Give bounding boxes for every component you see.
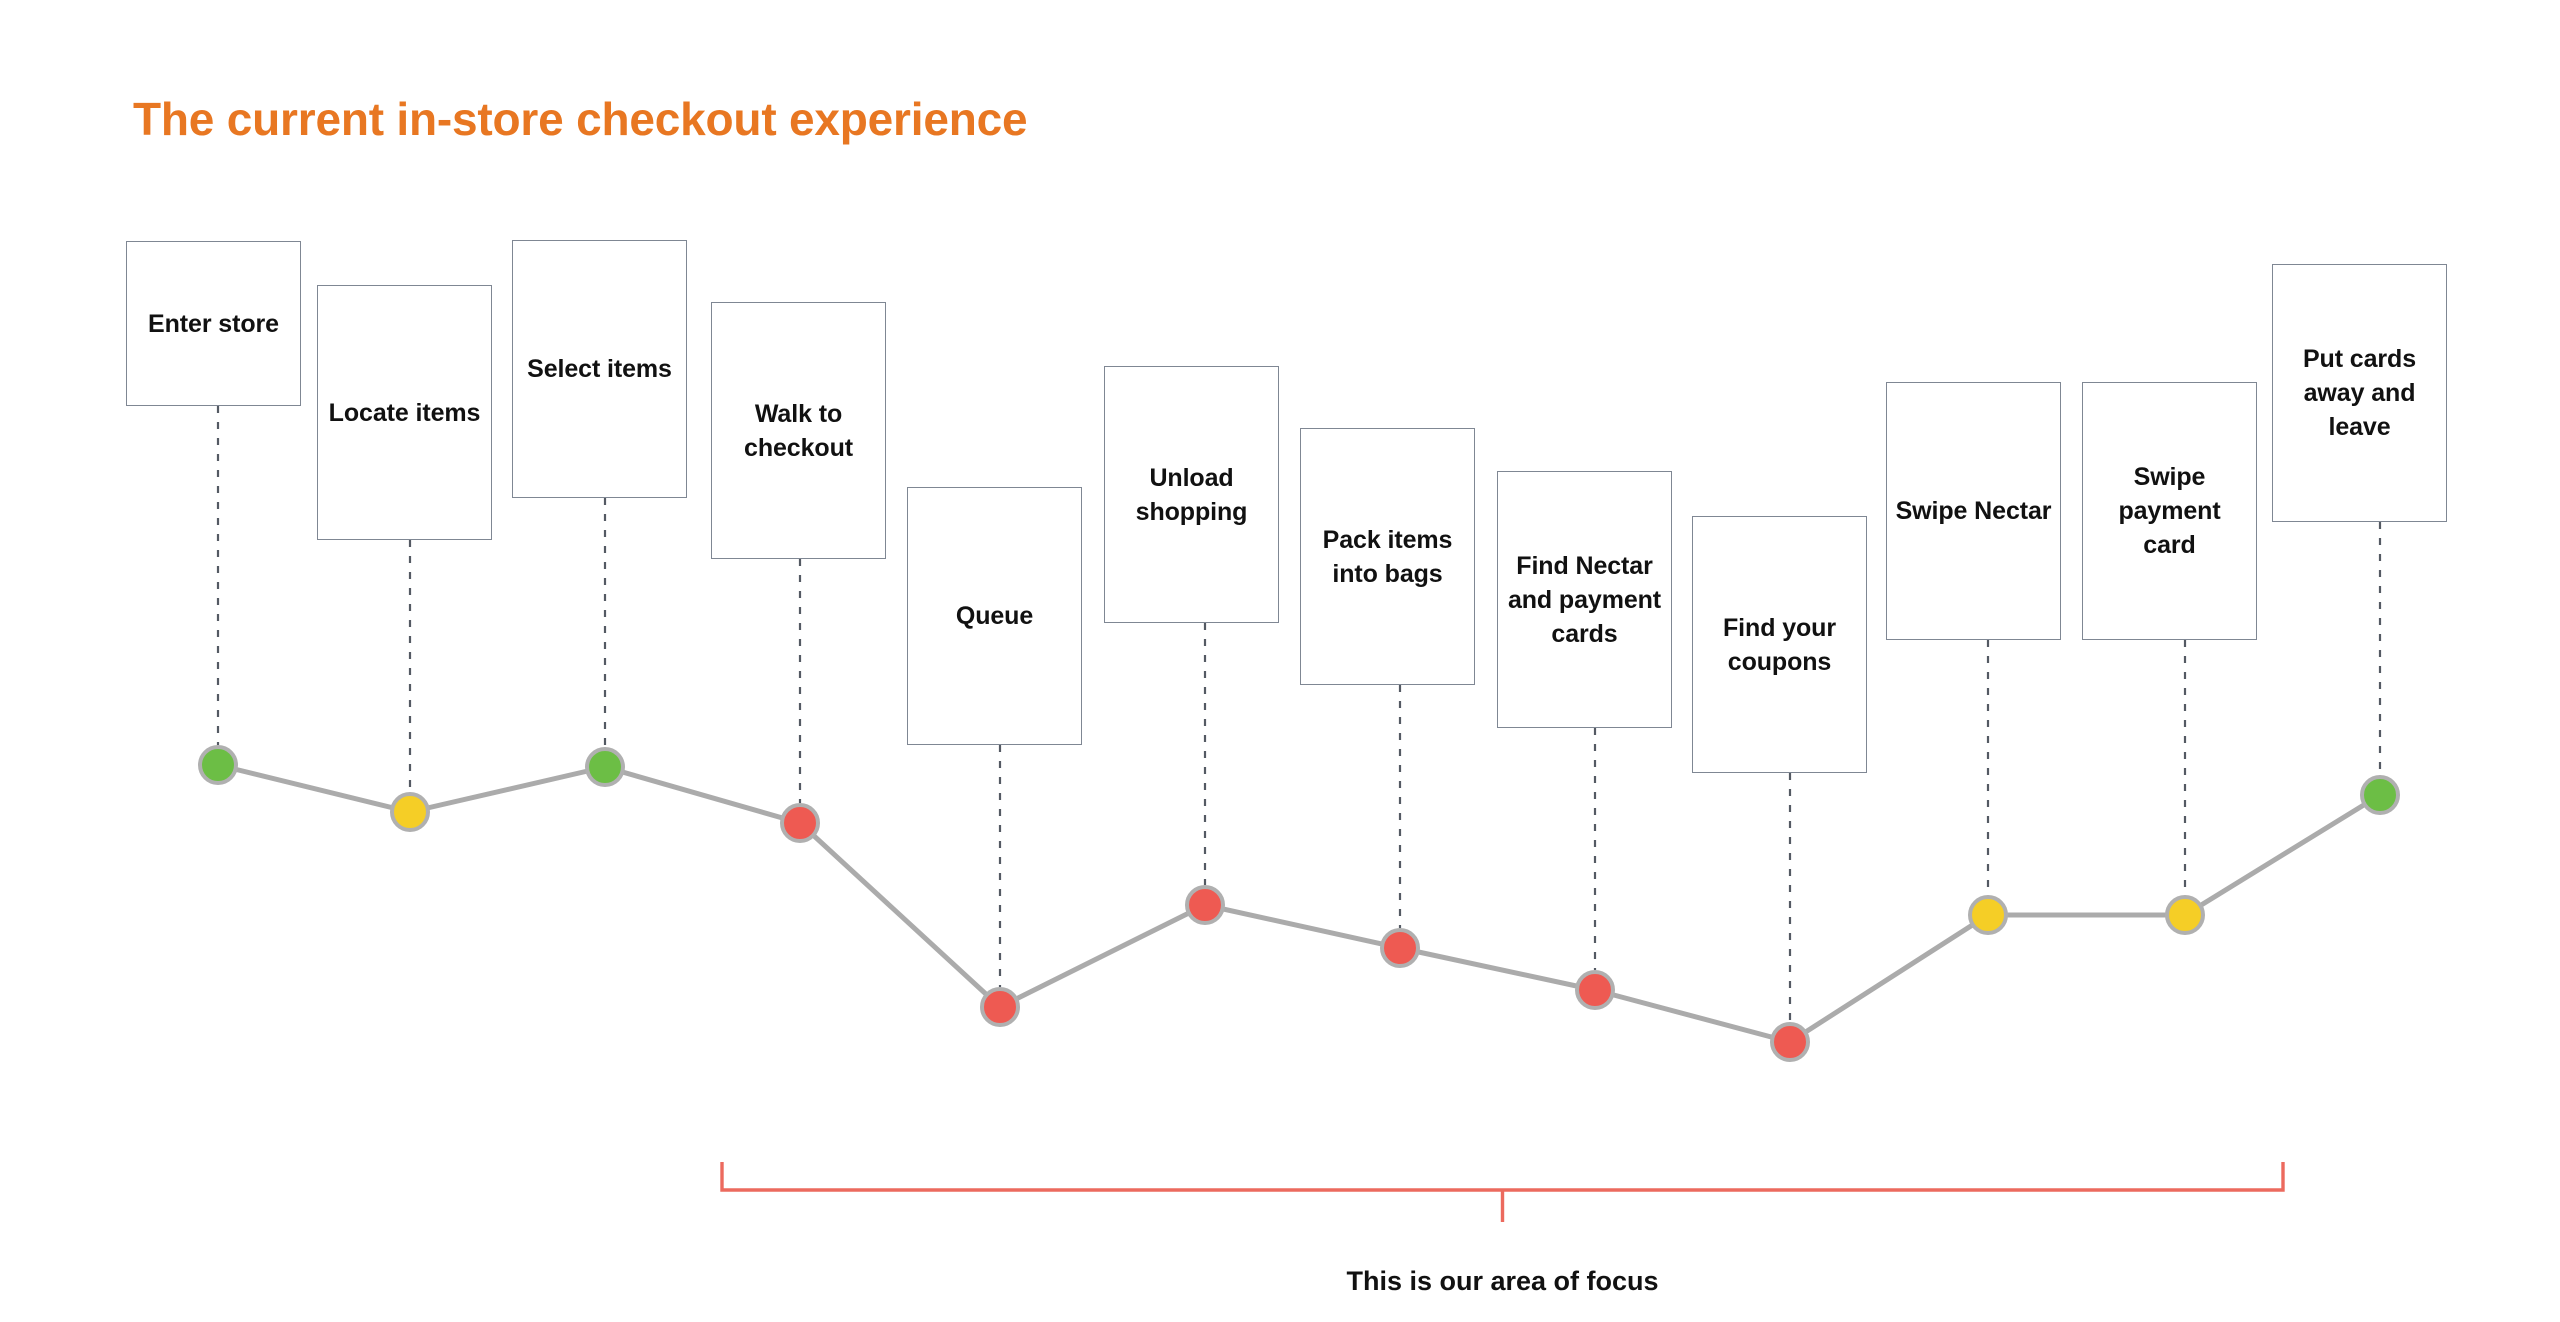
step-label-find-your-coupons: Find your coupons [1723, 613, 1836, 676]
sentiment-dot-enter-store[interactable] [198, 745, 238, 785]
sentiment-dot-queue[interactable] [980, 987, 1020, 1027]
sentiment-dot-pack-items-into-bags[interactable] [1380, 928, 1420, 968]
step-box-queue[interactable]: Queue [907, 487, 1082, 745]
step-label-put-cards-away-and-leave: Put cards away and leave [2302, 345, 2417, 441]
focus-area-caption: This is our area of focus [1346, 1266, 1659, 1296]
step-label-enter-store: Enter store [148, 309, 279, 338]
focus-bracket [720, 1162, 2285, 1222]
sentiment-dot-find-nectar-and-payment-cards[interactable] [1575, 970, 1615, 1010]
step-box-pack-items-into-bags[interactable]: Pack items into bags [1300, 428, 1475, 685]
sentiment-dot-walk-to-checkout[interactable] [780, 803, 820, 843]
journey-line [215, 762, 2383, 1045]
step-label-pack-items-into-bags: Pack items into bags [1322, 525, 1453, 588]
step-label-unload-shopping: Unload shopping [1135, 463, 1248, 526]
step-label-walk-to-checkout: Walk to checkout [744, 399, 853, 462]
step-label-swipe-nectar: Swipe Nectar [1895, 497, 2052, 525]
sentiment-dot-swipe-payment-card[interactable] [2165, 895, 2205, 935]
sentiment-dot-put-cards-away-and-leave[interactable] [2360, 775, 2400, 815]
step-box-enter-store[interactable]: Enter store [126, 241, 301, 406]
sentiment-dot-locate-items[interactable] [390, 792, 430, 832]
step-label-find-nectar-and-payment-cards: Find Nectar and payment cards [1507, 551, 1662, 648]
sentiment-dot-find-your-coupons[interactable] [1770, 1022, 1810, 1062]
sentiment-dot-swipe-nectar[interactable] [1968, 895, 2008, 935]
step-box-find-your-coupons[interactable]: Find your coupons [1692, 516, 1867, 773]
sentiment-dot-unload-shopping[interactable] [1185, 885, 1225, 925]
step-box-swipe-nectar[interactable]: Swipe Nectar [1886, 382, 2061, 640]
step-box-select-items[interactable]: Select items [512, 240, 687, 498]
step-label-swipe-payment-card: Swipe payment card [2118, 463, 2221, 559]
step-box-locate-items[interactable]: Locate items [317, 285, 492, 540]
step-box-walk-to-checkout[interactable]: Walk to checkout [711, 302, 886, 559]
step-box-put-cards-away-and-leave[interactable]: Put cards away and leave [2272, 264, 2447, 522]
sentiment-dot-select-items[interactable] [585, 747, 625, 787]
step-box-find-nectar-and-payment-cards[interactable]: Find Nectar and payment cards [1497, 471, 1672, 728]
page-title: The current in-store checkout experience [133, 93, 1028, 145]
step-box-unload-shopping[interactable]: Unload shopping [1104, 366, 1279, 623]
step-label-select-items: Select items [527, 355, 672, 383]
step-label-queue: Queue [955, 602, 1034, 630]
step-label-locate-items: Locate items [328, 398, 481, 427]
step-box-swipe-payment-card[interactable]: Swipe payment card [2082, 382, 2257, 640]
